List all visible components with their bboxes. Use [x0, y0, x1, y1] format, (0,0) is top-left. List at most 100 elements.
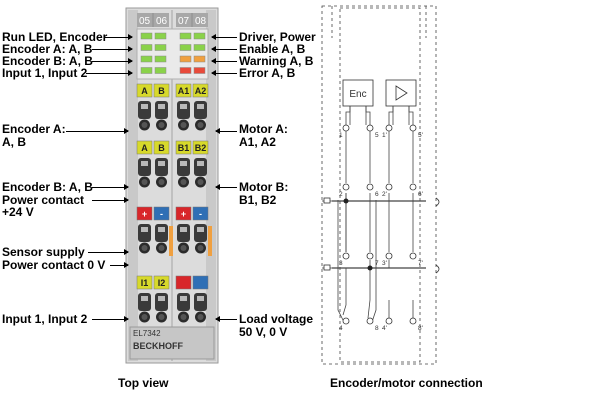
- contacts-2-wire-hole: [180, 179, 187, 185]
- contacts-2-spring-release: [155, 158, 168, 176]
- arrow-input-bottom: [92, 316, 129, 322]
- row-ab2-tag: [175, 140, 192, 155]
- row-power-text: +: [142, 209, 147, 219]
- contacts-2-release-slot: [141, 161, 148, 166]
- row-power-text: -: [160, 209, 163, 219]
- label-motor-b-b1b2: B1, B2: [239, 193, 277, 207]
- contacts-1-release-slot: [158, 104, 165, 109]
- status-led: [179, 32, 192, 40]
- row-ab1-text: A1: [178, 86, 190, 96]
- contacts-2-spring-release: [194, 158, 207, 176]
- label-input-1-2-bottom: Input 1, Input 2: [2, 312, 88, 326]
- contacts-2-spring-release: [177, 158, 190, 176]
- row-ab2-text: B2: [195, 143, 207, 153]
- contacts-2-release-slot: [197, 161, 204, 166]
- connection-diagram: [321, 5, 440, 365]
- contacts-4-spring-release: [155, 293, 168, 311]
- terminal-point: [366, 183, 374, 191]
- status-led: [154, 32, 167, 40]
- pin-number: 6': [418, 191, 423, 198]
- terminal-point: [409, 317, 417, 325]
- contacts-3-spring-release: [155, 224, 168, 242]
- contacts-2-wire-hole: [141, 179, 148, 185]
- pin-number: 5': [418, 132, 423, 139]
- pin-number: 1': [382, 132, 387, 139]
- label-power-contact: Power contact: [2, 193, 85, 207]
- arrow-load-voltage: [215, 316, 237, 322]
- status-led: [140, 67, 153, 74]
- arrow-encoder-a: [66, 128, 129, 134]
- terminal-point: [342, 183, 350, 191]
- pin-number: 8': [418, 325, 423, 332]
- arrow-warning: [211, 58, 237, 64]
- row-ab2-text: B1: [178, 143, 190, 153]
- pin-number: 4': [382, 325, 387, 332]
- contacts-4-spring-release: [194, 293, 207, 311]
- status-led: [193, 55, 206, 63]
- terminal-point: [342, 124, 350, 132]
- row-ab1-tag: [175, 83, 192, 98]
- arrow-input: [86, 70, 133, 76]
- caption-top-view: Top view: [118, 376, 169, 390]
- arrow-enc-a: [92, 46, 133, 52]
- pin-number: 7': [418, 260, 423, 267]
- header-05: 05: [139, 16, 151, 27]
- contacts-1-release-slot: [141, 104, 148, 109]
- terminal-point: [366, 124, 374, 132]
- model-label: EL7342: [133, 329, 161, 338]
- contacts-2-spring-release: [138, 158, 151, 176]
- contacts-4-spring-release: [138, 293, 151, 311]
- row-ab2-tag: [192, 140, 209, 155]
- row-ab2-text: B: [158, 143, 165, 153]
- arrow-enc-b: [92, 58, 133, 64]
- terminal-point: [366, 317, 374, 325]
- header-08: 08: [195, 16, 207, 27]
- label-power-contact-0v: Power contact 0 V: [2, 258, 106, 272]
- contacts-3-wire-hole: [158, 245, 165, 251]
- status-led: [193, 44, 206, 51]
- contacts-1-wire-hole: [158, 122, 165, 128]
- contacts-3-spring-release: [194, 224, 207, 242]
- contacts-4-wire-hole: [197, 314, 204, 320]
- pin-number: 3': [382, 260, 387, 267]
- contacts-3-release-slot: [180, 227, 187, 232]
- contacts-4-wire-hole: [141, 314, 148, 320]
- pin-number: 7: [375, 260, 379, 267]
- row-io-power-plus: [175, 275, 192, 290]
- row-ab2-text: A: [141, 143, 148, 153]
- pin-number: 6: [375, 191, 379, 198]
- side-power-contact: [169, 226, 173, 256]
- label-motor-a-a1a2: A1, A2: [239, 135, 276, 149]
- status-led: [179, 44, 192, 51]
- pin-number: 2': [382, 191, 387, 198]
- contacts-2-release-slot: [180, 161, 187, 166]
- label-encoder-a-ab: A, B: [2, 135, 26, 149]
- led-grid: [140, 32, 206, 74]
- label-plus-24v: +24 V: [2, 205, 34, 219]
- status-led: [179, 67, 192, 74]
- contacts-3-release-slot: [158, 227, 165, 232]
- label-warning-ab: Warning A, B: [239, 54, 314, 68]
- status-led: [140, 44, 153, 51]
- pin-number: 8: [375, 325, 379, 332]
- contacts-3-spring-release: [177, 224, 190, 242]
- terminal-point: [385, 252, 393, 260]
- row-power-tag: [192, 206, 209, 221]
- contacts-4-wire-hole: [158, 314, 165, 320]
- label-error-ab: Error A, B: [239, 66, 296, 80]
- contacts-1-spring-release: [155, 101, 168, 119]
- contacts-4-release-slot: [158, 296, 165, 301]
- arrow-error: [211, 70, 237, 76]
- contacts-3-wire-hole: [141, 245, 148, 251]
- row-ab1-tag: [192, 83, 209, 98]
- pin-number: 3: [339, 260, 343, 267]
- label-encoder-a-ab-top: Encoder A: A, B: [2, 42, 93, 56]
- label-run-led-encoder: Run LED, Encoder: [2, 30, 108, 44]
- contacts-1-release-slot: [180, 104, 187, 109]
- arrow-enable: [211, 46, 237, 52]
- pin-number: 2: [339, 191, 343, 198]
- status-led: [193, 32, 206, 40]
- bus-dots: [323, 197, 373, 271]
- contacts-1-release-slot: [197, 104, 204, 109]
- status-led: [179, 55, 192, 63]
